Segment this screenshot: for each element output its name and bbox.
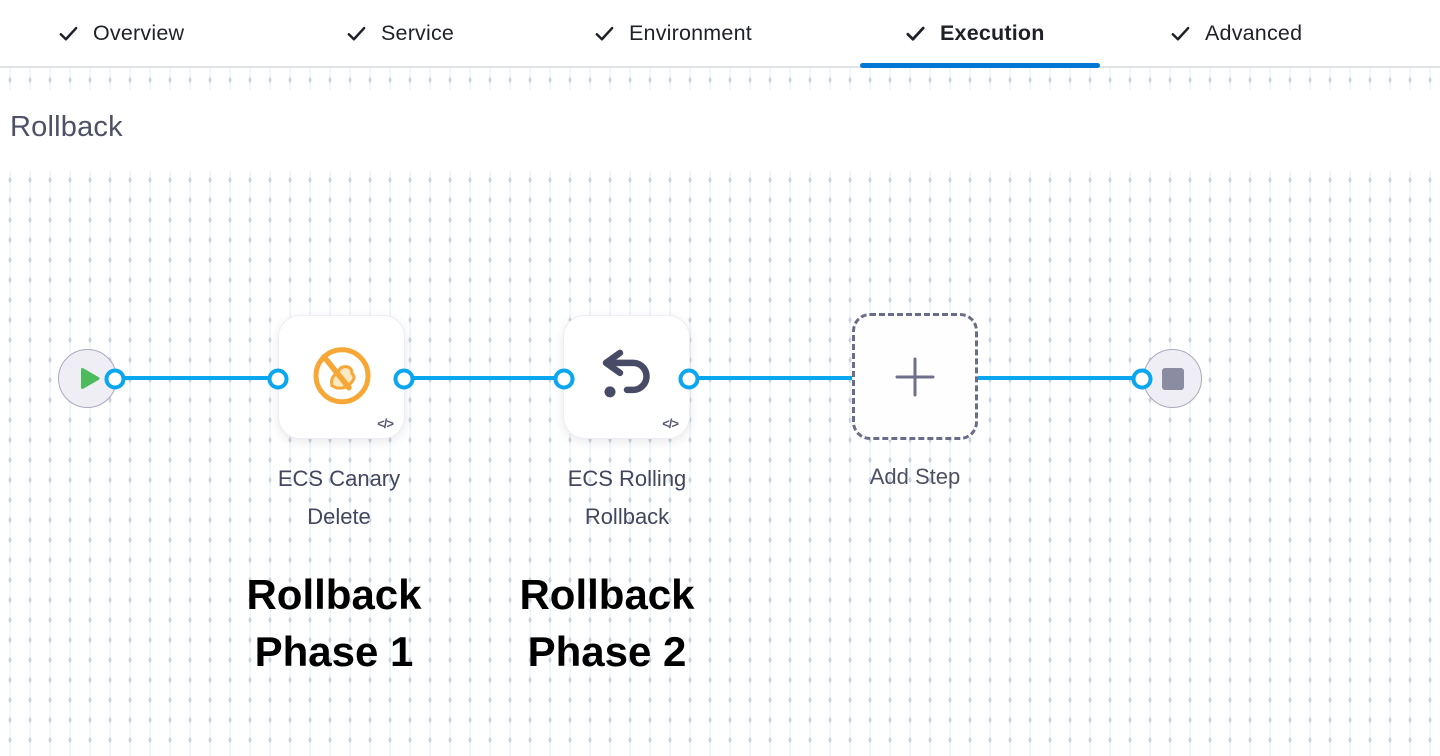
check-icon — [347, 26, 366, 40]
check-icon — [595, 26, 614, 40]
end-node — [1143, 349, 1202, 408]
tab-environment[interactable]: Environment — [593, 0, 752, 66]
port-end-in[interactable] — [1131, 368, 1153, 389]
port-start-out[interactable] — [104, 368, 126, 389]
stop-icon — [1161, 367, 1184, 390]
port-step1-in[interactable] — [267, 368, 289, 389]
active-tab-indicator — [860, 63, 1100, 68]
edge-step1-to-step2 — [403, 376, 565, 380]
check-icon — [1171, 26, 1190, 40]
tab-overview[interactable]: Overview — [57, 0, 184, 66]
tab-execution[interactable]: Execution — [904, 0, 1045, 66]
annotation-rollback-phase-2: Rollback Phase 2 — [519, 571, 695, 675]
rolling-rollback-icon — [602, 349, 650, 398]
play-icon — [80, 368, 99, 389]
start-node — [58, 349, 117, 408]
edge-addstep-to-end — [977, 376, 1142, 380]
pipeline-canvas[interactable] — [0, 68, 1440, 756]
check-icon — [59, 26, 78, 40]
port-step2-out[interactable] — [678, 368, 700, 389]
edge-step2-to-addstep — [688, 376, 853, 380]
add-step-label: Add Step — [869, 464, 961, 489]
code-badge-icon: </> — [377, 416, 394, 431]
step-label-ecs-canary-delete: ECS Canary Delete — [277, 466, 401, 529]
stage-config-tabbar: Overview Service Environment Execution A… — [0, 0, 1440, 68]
port-step2-in[interactable] — [553, 368, 575, 389]
step-label-ecs-rolling-rollback: ECS Rolling Rollback — [567, 466, 687, 529]
tab-label: Advanced — [1205, 20, 1303, 45]
tab-label: Execution — [940, 20, 1045, 45]
tab-label: Environment — [629, 20, 752, 45]
port-step1-out[interactable] — [393, 368, 415, 389]
canary-delete-icon — [313, 347, 370, 405]
edge-start-to-step1 — [115, 376, 278, 380]
tab-service[interactable]: Service — [345, 0, 454, 66]
section-heading-band: Rollback — [0, 90, 1440, 171]
annotation-rollback-phase-1: Rollback Phase 1 — [246, 571, 422, 675]
tab-label: Overview — [93, 20, 185, 45]
check-icon — [906, 26, 925, 41]
tab-label: Service — [381, 20, 455, 45]
add-step-button[interactable] — [852, 313, 978, 440]
step-card-ecs-canary-delete[interactable]: </> — [278, 315, 405, 439]
tab-advanced[interactable]: Advanced — [1169, 0, 1302, 66]
step-card-ecs-rolling-rollback[interactable]: </> — [563, 315, 690, 439]
plus-icon — [895, 357, 935, 396]
section-title: Rollback — [10, 111, 123, 143]
code-badge-icon: </> — [662, 416, 679, 431]
